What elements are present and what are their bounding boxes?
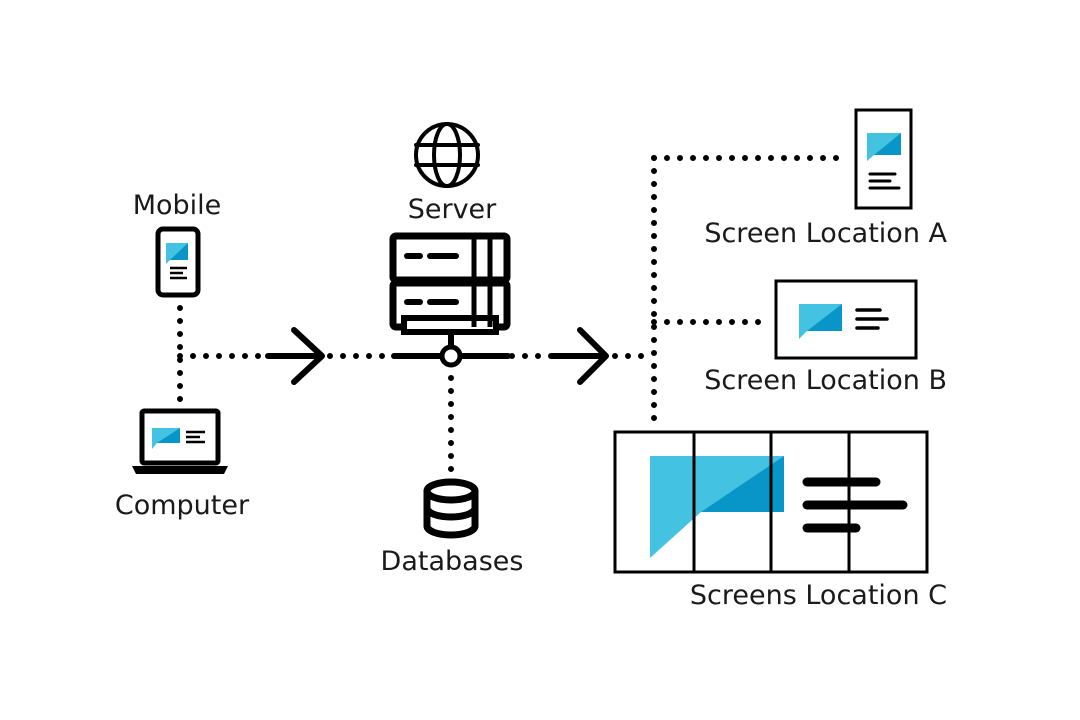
label-screen-b: Screen Location B [704, 365, 947, 396]
laptop-icon [132, 408, 228, 474]
label-computer: Computer [115, 490, 250, 521]
label-databases: Databases [381, 546, 524, 577]
server-hub-node [439, 344, 463, 368]
connectors [177, 155, 849, 475]
phone-icon [155, 226, 201, 298]
database-icon [423, 478, 479, 539]
screens-c-video-wall [613, 430, 929, 574]
globe-icon [414, 122, 480, 188]
screen-a-display [854, 108, 913, 210]
label-mobile: Mobile [133, 190, 222, 221]
screen-b-display [774, 279, 918, 360]
server-rack-icon [389, 232, 511, 335]
label-screen-a: Screen Location A [704, 218, 947, 249]
label-screens-c: Screens Location C [690, 580, 947, 611]
label-server: Server [408, 194, 497, 225]
